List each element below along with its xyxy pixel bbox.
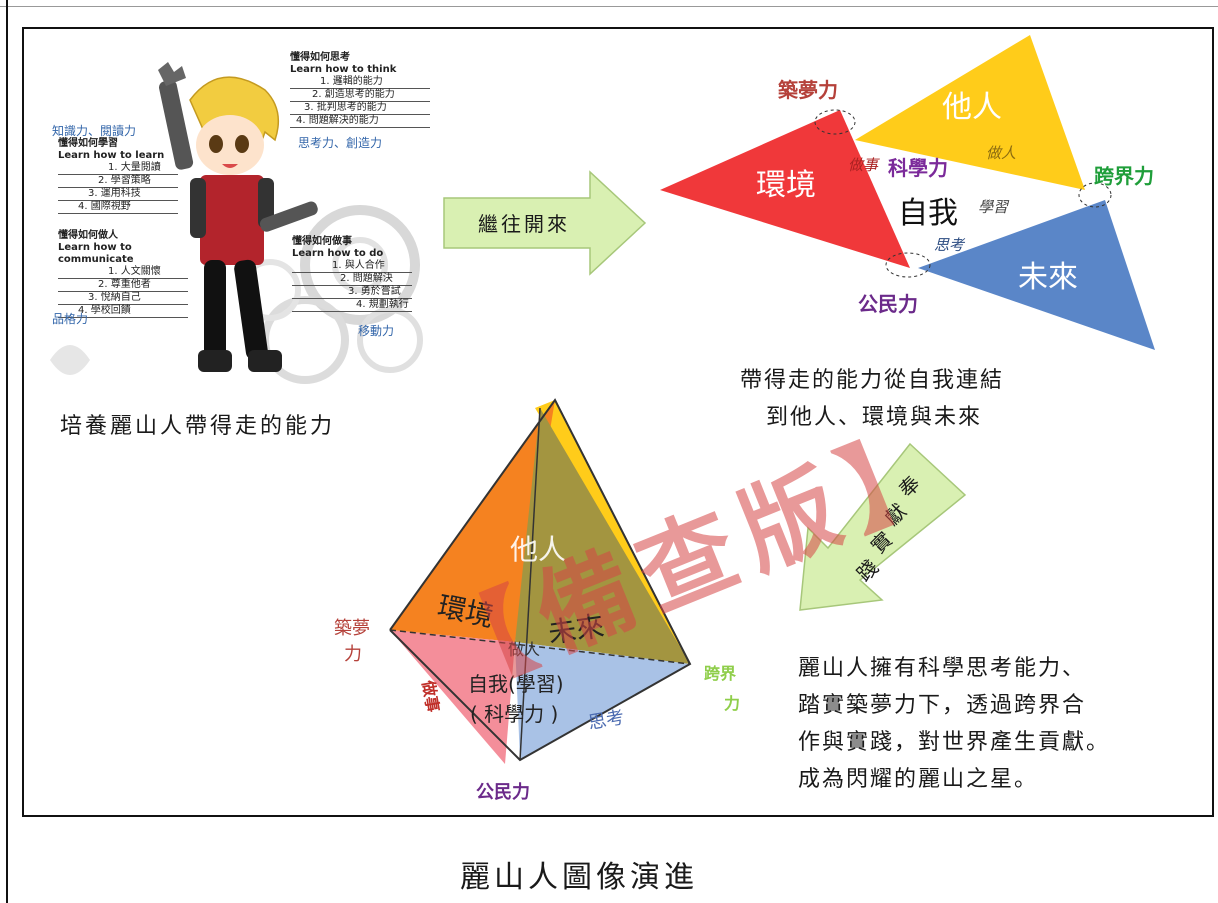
tetrahedron-diagram	[389, 398, 692, 764]
skill-character: 品格力	[52, 312, 89, 326]
box-think-title-zh: 懂得如何思考	[290, 52, 350, 63]
box-do-item-4: 4. 規劃執行	[292, 299, 412, 312]
label-environment: 環境	[756, 168, 816, 203]
tetra-label-science: ( 科學力 )	[470, 702, 559, 726]
box-communicate-title-zh: 懂得如何做人	[58, 230, 118, 241]
box-learn-title-zh: 懂得如何學習	[58, 138, 118, 149]
box-learn-item-3: 3. 運用科技	[58, 188, 178, 201]
tetra-label-self-learning: 自我(學習)	[468, 672, 564, 696]
label-future: 未來	[1018, 260, 1078, 295]
triangle-others	[855, 35, 1085, 190]
box-communicate-item-2: 2. 尊重他者	[58, 279, 188, 292]
page-left-edge	[0, 0, 8, 903]
box-learn-item-2: 2. 學習策略	[58, 175, 178, 188]
box-learn-title-en: Learn how to learn	[58, 150, 165, 161]
arrow-right	[443, 170, 647, 276]
connector-cross	[1078, 182, 1112, 208]
tetra-pink	[390, 630, 515, 764]
tetra-label-civic: 公民力	[476, 782, 530, 803]
box-communicate-item-3: 3. 悅納自己	[58, 292, 188, 305]
panel4-line-3: 作與實踐，對世界產生貢獻。	[798, 730, 1111, 755]
label-self: 自我	[898, 196, 958, 231]
box-do-item-1: 1. 與人合作	[292, 260, 412, 273]
box-think-title-en: Learn how to think	[290, 64, 397, 75]
tetra-environment	[390, 400, 555, 642]
box-do-title-en: Learn how to do	[292, 248, 384, 259]
tetra-label-dream-1: 築夢	[334, 618, 370, 639]
label-dream: 築夢力	[778, 78, 838, 102]
connector-dream	[814, 109, 856, 135]
label-civic: 公民力	[858, 292, 918, 316]
label-learning: 學習	[978, 198, 1009, 216]
label-others: 他人	[942, 90, 1002, 125]
triangle-environment	[660, 110, 910, 268]
character-illustration	[158, 62, 318, 372]
tetra-label-cross-1: 跨界	[704, 664, 737, 683]
label-doing-things: 做事	[848, 156, 879, 174]
box-learn: 懂得如何學習 Learn how to learn 1. 大量閱讀 2. 學習策…	[58, 138, 178, 214]
tetra-label-doing-person: 做人	[508, 640, 541, 659]
box-think: 懂得如何思考 Learn how to think 1. 邏輯的能力 2. 創造…	[290, 52, 430, 128]
box-learn-item-4: 4. 國際視野	[58, 201, 178, 214]
skill-thinking: 思考力、創造力	[298, 136, 383, 150]
connector-civic	[885, 252, 931, 278]
panel2-caption: 帶得走的能力從自我連結 到他人、環境與未來	[740, 362, 1100, 436]
box-think-item-4: 4. 問題解決的能力	[290, 115, 430, 128]
page-top-edge	[0, 0, 1218, 7]
box-communicate-item-4: 4. 學校回饋	[58, 305, 188, 318]
tetra-future	[515, 408, 690, 664]
panel4-text: 麗山人擁有科學思考能力、 踏實築夢力下，透過跨界合 作與實踐，對世界產生貢獻。 …	[798, 650, 1208, 798]
box-communicate: 懂得如何做人 Learn how to communicate 1. 人文關懷 …	[58, 230, 188, 318]
panel4-line-1: 麗山人擁有科學思考能力、	[798, 656, 1087, 681]
label-doing-person: 做人	[986, 144, 1017, 162]
panel2-caption-line-1: 帶得走的能力從自我連結	[740, 368, 1005, 393]
box-do: 懂得如何做事 Learn how to do 1. 與人合作 2. 問題解決 3…	[292, 236, 412, 312]
arrow-diagonal	[799, 442, 967, 611]
box-learn-item-1: 1. 大量閱讀	[58, 162, 178, 175]
box-do-title-zh: 懂得如何做事	[292, 236, 352, 247]
tetra-blue	[515, 642, 690, 760]
panel4-line-4: 成為閃耀的麗山之星。	[798, 767, 1039, 792]
box-do-item-2: 2. 問題解決	[292, 273, 412, 286]
box-communicate-title-en: Learn how to communicate	[58, 242, 134, 265]
box-think-item-2: 2. 創造思考的能力	[290, 89, 430, 102]
skill-mobility: 移動力	[358, 324, 395, 338]
box-do-item-3: 3. 勇於嘗試	[292, 286, 412, 299]
panel4-line-2: 踏實築夢力下，透過跨界合	[798, 693, 1087, 718]
panel2-caption-line-2: 到他人、環境與未來	[766, 405, 983, 430]
box-think-item-1: 1. 邏輯的能力	[290, 76, 430, 89]
arrow-right-label: 繼往開來	[478, 212, 570, 236]
label-science: 科學力	[888, 156, 948, 180]
panel1-caption: 培養麗山人帶得走的能力	[60, 414, 336, 439]
panel-character: 懂得如何思考 Learn how to think 1. 邏輯的能力 2. 創造…	[40, 40, 430, 390]
page-title: 麗山人圖像演進	[460, 860, 698, 895]
tetra-label-cross-2: 力	[724, 694, 741, 713]
box-communicate-item-1: 1. 人文關懷	[58, 266, 188, 279]
label-thinking: 思考	[934, 236, 965, 254]
box-think-item-3: 3. 批判思考的能力	[290, 102, 430, 115]
label-crossborder: 跨界力	[1094, 164, 1154, 188]
tetra-label-dream-2: 力	[344, 644, 362, 665]
triangle-diagram	[660, 35, 1155, 350]
triangle-future	[918, 200, 1155, 350]
skill-knowledge: 知識力、閱讀力	[52, 124, 137, 138]
tetra-label-others: 他人	[510, 533, 567, 566]
